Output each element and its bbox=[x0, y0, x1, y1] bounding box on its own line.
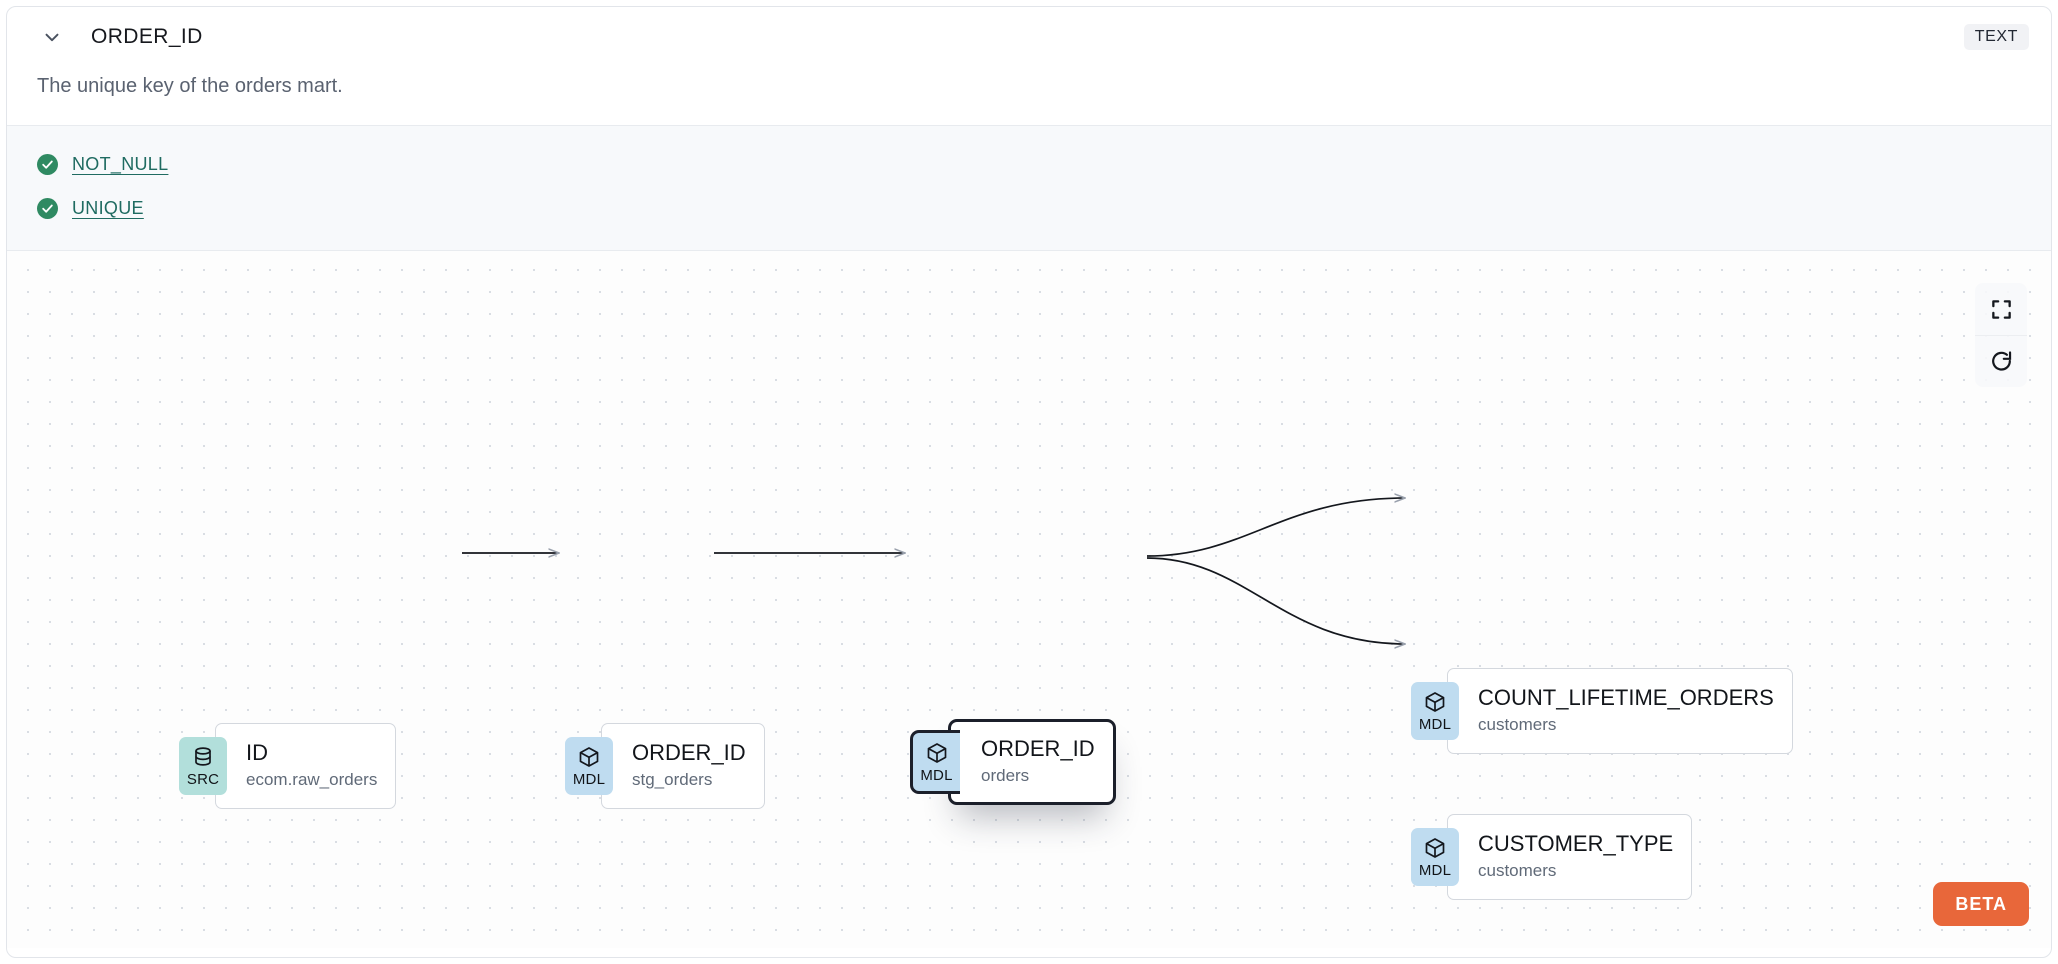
node-column-name: ORDER_ID bbox=[981, 736, 1095, 762]
lineage-node-src-id[interactable]: SRC ID ecom.raw_orders bbox=[179, 723, 397, 809]
node-badge-label: MDL bbox=[1418, 715, 1452, 733]
node-type-badge-mdl: MDL bbox=[1411, 828, 1459, 886]
node-body: COUNT_LIFETIME_ORDERS customers bbox=[1447, 668, 1793, 754]
node-badge-label: MDL bbox=[572, 770, 606, 788]
page-title: ORDER_ID bbox=[91, 25, 203, 48]
refresh-icon bbox=[1989, 349, 2014, 374]
test-row: UNIQUE bbox=[37, 186, 2021, 230]
node-type-badge-src: SRC bbox=[179, 737, 227, 795]
lineage-edges bbox=[462, 251, 2051, 948]
node-badge-label: MDL bbox=[920, 766, 953, 784]
node-badge-label: SRC bbox=[186, 770, 220, 788]
column-detail-card: ORDER_ID TEXT The unique key of the orde… bbox=[6, 6, 2052, 958]
lineage-canvas[interactable]: SRC ID ecom.raw_orders MDL ORDER_ID stg_… bbox=[7, 251, 2051, 948]
beta-badge[interactable]: BETA bbox=[1933, 882, 2029, 926]
node-body: ORDER_ID stg_orders bbox=[601, 723, 765, 809]
node-type-badge-mdl: MDL bbox=[910, 730, 960, 794]
column-type-badge: TEXT bbox=[1963, 24, 2029, 50]
check-circle-icon bbox=[37, 153, 58, 175]
lineage-node-customer-type[interactable]: MDL CUSTOMER_TYPE customers bbox=[1411, 814, 1693, 900]
node-badge-label: MDL bbox=[1418, 861, 1452, 879]
tests-panel: NOT_NULL UNIQUE bbox=[7, 125, 2051, 251]
card-header: ORDER_ID TEXT bbox=[7, 7, 2051, 67]
lineage-node-count-lifetime-orders[interactable]: MDL COUNT_LIFETIME_ORDERS customers bbox=[1411, 668, 1793, 754]
fullscreen-icon bbox=[1990, 298, 2013, 321]
test-link-not-null[interactable]: NOT_NULL bbox=[72, 153, 169, 174]
node-body: ORDER_ID orders bbox=[948, 719, 1116, 805]
node-body: ID ecom.raw_orders bbox=[215, 723, 397, 809]
fit-view-button[interactable] bbox=[1975, 283, 2027, 335]
lineage-node-stg-orders[interactable]: MDL ORDER_ID stg_orders bbox=[565, 723, 765, 809]
node-column-name: ORDER_ID bbox=[632, 740, 746, 766]
node-column-name: ID bbox=[246, 740, 268, 766]
reset-button[interactable] bbox=[1975, 335, 2027, 387]
node-type-badge-mdl: MDL bbox=[1411, 682, 1459, 740]
node-table-name: stg_orders bbox=[632, 769, 713, 789]
node-column-name: CUSTOMER_TYPE bbox=[1478, 831, 1674, 857]
node-column-name: COUNT_LIFETIME_ORDERS bbox=[1478, 685, 1774, 711]
node-type-badge-mdl: MDL bbox=[565, 737, 613, 795]
test-link-unique[interactable]: UNIQUE bbox=[72, 197, 144, 218]
canvas-controls bbox=[1975, 283, 2027, 387]
column-description: The unique key of the orders mart. bbox=[37, 75, 343, 97]
node-table-name: customers bbox=[1478, 860, 1557, 880]
test-row: NOT_NULL bbox=[37, 142, 2021, 186]
chevron-down-icon[interactable] bbox=[37, 22, 67, 52]
node-table-name: ecom.raw_orders bbox=[246, 769, 378, 789]
lineage-node-orders-selected[interactable]: MDL ORDER_ID orders bbox=[910, 719, 1116, 805]
check-circle-icon bbox=[37, 197, 58, 219]
node-body: CUSTOMER_TYPE customers bbox=[1447, 814, 1693, 900]
node-table-name: orders bbox=[981, 765, 1030, 785]
node-table-name: customers bbox=[1478, 714, 1557, 734]
